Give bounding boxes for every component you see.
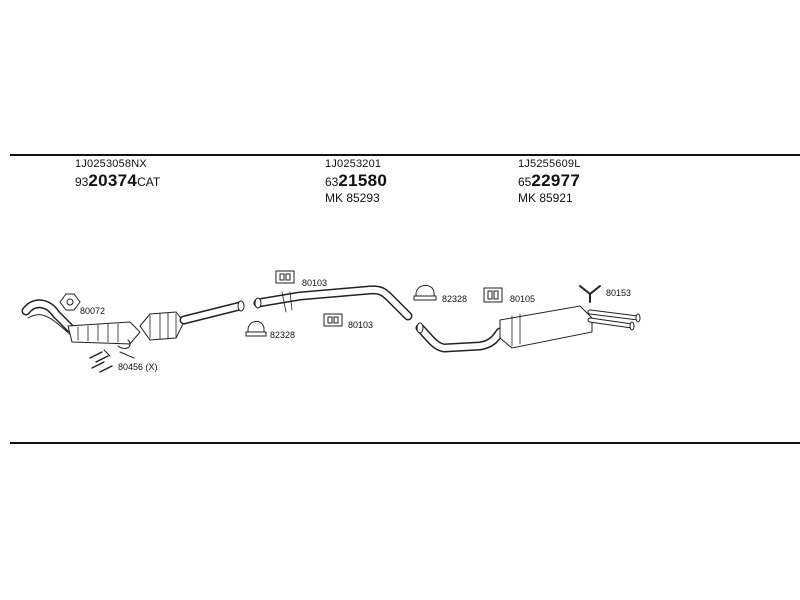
part-number-prefix: 93 xyxy=(75,175,89,189)
label-tailpipe-bracket: 80153 xyxy=(606,288,631,298)
oem-number: 1J0253201 xyxy=(325,158,382,170)
pipe-clamp-icon xyxy=(413,285,437,301)
oem-number: 1J5255609L xyxy=(518,158,581,170)
rear-silencer-drawing xyxy=(415,305,641,353)
rubber-hanger-icon xyxy=(275,270,295,284)
part-number-main: 20374 xyxy=(88,171,138,190)
part-number-main: 21580 xyxy=(338,171,388,190)
mk-number: MK 85293 xyxy=(325,191,380,205)
mk-number: MK 85921 xyxy=(518,191,573,205)
part-number-prefix: 65 xyxy=(518,175,532,189)
tailpipe-bracket-icon xyxy=(579,285,601,303)
catalytic-converter-drawing xyxy=(21,299,245,359)
oem-number: 1J0253058NX xyxy=(75,158,147,170)
bottom-divider xyxy=(10,442,800,444)
part-catalytic-converter: 1J0253058NX 9320374CAT xyxy=(75,158,160,191)
bolt-set-icon xyxy=(89,349,113,373)
front-pipe-drawing xyxy=(253,285,413,321)
rubber-hanger-icon xyxy=(323,313,343,327)
label-gasket: 80072 xyxy=(80,306,105,316)
rubber-hanger-icon xyxy=(483,287,503,303)
part-number: 6522977 xyxy=(518,172,581,191)
pipe-clamp-icon xyxy=(245,321,267,337)
part-number: 9320374CAT xyxy=(75,172,160,191)
part-front-pipe: 1J0253201 6321580 MK 85293 xyxy=(325,158,387,206)
label-hanger-front-bottom: 80103 xyxy=(348,320,373,330)
label-clamp-rear: 82328 xyxy=(442,294,467,304)
part-number-prefix: 63 xyxy=(325,175,339,189)
top-divider xyxy=(10,154,800,156)
gasket-icon xyxy=(59,293,81,311)
label-hanger-rear: 80105 xyxy=(510,294,535,304)
label-clamp-front: 82328 xyxy=(270,330,295,340)
label-hanger-front-top: 80103 xyxy=(302,278,327,288)
part-number-suffix: CAT xyxy=(137,175,161,189)
label-bolts: 80456 (X) xyxy=(118,362,158,372)
part-number-main: 22977 xyxy=(531,171,581,190)
part-number: 6321580 xyxy=(325,172,387,191)
part-rear-silencer: 1J5255609L 6522977 MK 85921 xyxy=(518,158,581,206)
